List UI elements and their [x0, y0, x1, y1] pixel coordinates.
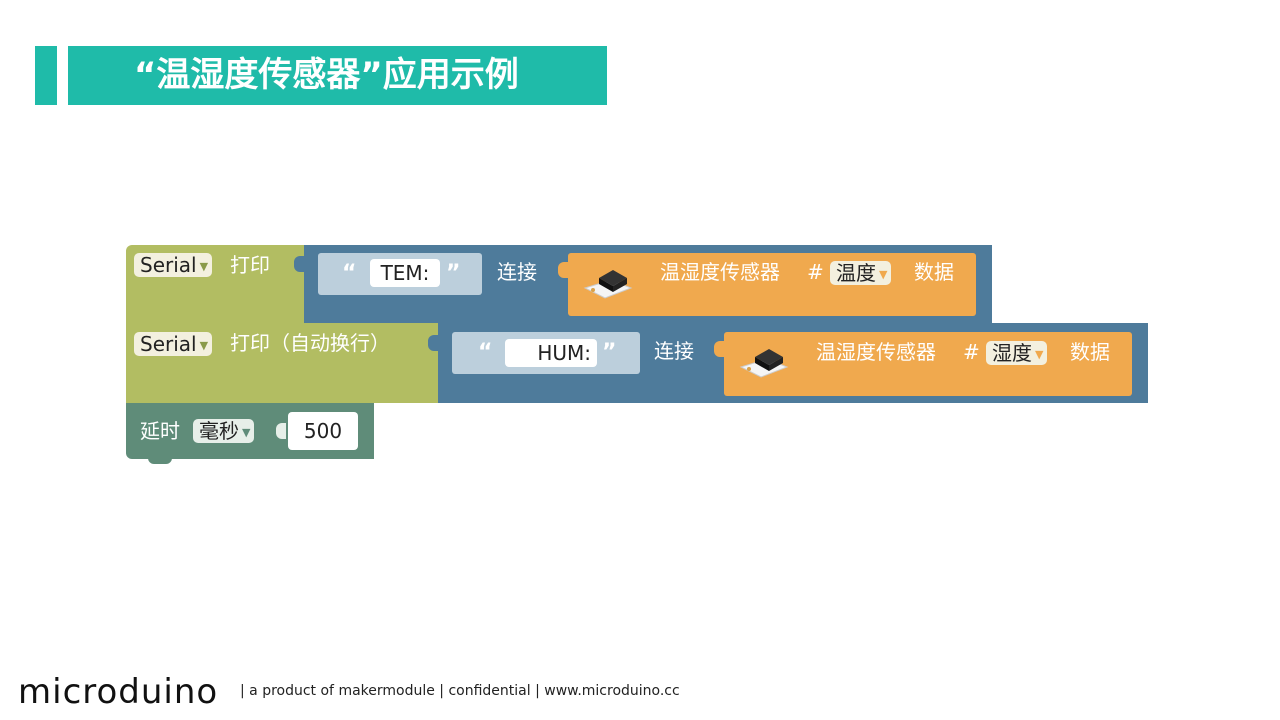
close-quote-icon: ”	[602, 340, 617, 365]
dropdown-arrow-icon: ▼	[879, 268, 888, 281]
measure-dropdown[interactable]: 温度▼	[830, 261, 892, 285]
slide-title: “温湿度传感器”应用示例	[68, 46, 607, 105]
footer-tagline: | a product of makermodule | confidentia…	[240, 683, 680, 699]
print-label: 打印	[230, 253, 270, 277]
sensor-block[interactable]	[568, 253, 976, 316]
println-label: 打印（自动换行）	[230, 331, 390, 355]
microduino-logo: microduino	[18, 672, 219, 712]
serial-dropdown[interactable]: Serial▼	[134, 332, 213, 356]
input-socket	[558, 262, 568, 278]
string-input[interactable]: HUM:	[505, 339, 597, 367]
string-input[interactable]: TEM:	[370, 259, 440, 287]
dropdown-arrow-icon: ▼	[242, 426, 251, 439]
delay-block-notch	[148, 456, 172, 464]
serial-dropdown[interactable]: Serial▼	[134, 253, 213, 277]
delay-value-input[interactable]: 500	[288, 412, 358, 450]
open-quote-icon: “	[478, 340, 493, 365]
join-label: 连接	[654, 339, 694, 363]
sensor-block[interactable]	[724, 332, 1132, 396]
title-accent-bar	[35, 46, 57, 105]
measure-dropdown[interactable]: 湿度▼	[986, 341, 1048, 365]
open-quote-icon: “	[342, 261, 357, 286]
hash-label: #	[963, 340, 980, 364]
data-label: 数据	[914, 260, 954, 284]
delay-label: 延时	[140, 419, 180, 443]
join-label: 连接	[497, 260, 537, 284]
close-quote-icon: ”	[446, 261, 461, 286]
input-socket	[294, 256, 304, 272]
dropdown-arrow-icon: ▼	[1035, 348, 1044, 361]
sensor-module-icon	[583, 270, 633, 299]
data-label: 数据	[1070, 340, 1110, 364]
sensor-label: 温湿度传感器	[816, 340, 936, 364]
input-socket	[714, 341, 724, 357]
dropdown-arrow-icon: ▼	[199, 260, 209, 273]
delay-unit-dropdown[interactable]: 毫秒▼	[193, 419, 255, 443]
hash-label: #	[807, 260, 824, 284]
sensor-module-icon	[739, 349, 789, 378]
input-socket	[276, 423, 286, 439]
dropdown-arrow-icon: ▼	[199, 339, 209, 352]
sensor-label: 温湿度传感器	[660, 260, 780, 284]
input-socket	[428, 335, 438, 351]
